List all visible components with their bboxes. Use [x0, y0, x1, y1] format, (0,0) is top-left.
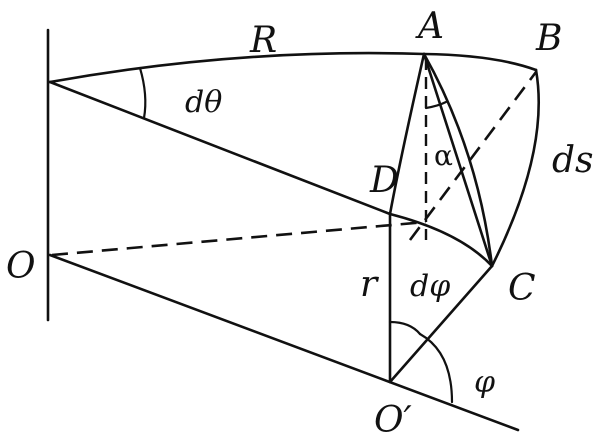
- arc-BC-curve: [490, 68, 541, 268]
- label-C: C: [508, 268, 536, 309]
- label-O-prime: O′: [374, 400, 412, 441]
- lower-slant-line: [48, 253, 520, 432]
- segment-AC: [422, 52, 494, 268]
- label-O: O: [6, 246, 36, 287]
- label-phi: φ: [474, 365, 495, 400]
- angle-arc-d-theta: [138, 66, 147, 120]
- angle-arc-phi: [418, 332, 454, 404]
- label-d-phi: dφ: [410, 269, 450, 304]
- label-r: r: [360, 264, 379, 305]
- upper-slant-line: [48, 80, 494, 268]
- label-A: A: [415, 6, 444, 47]
- dashed-O-line: [51, 220, 427, 257]
- arc-R-curve: [48, 51, 538, 84]
- label-R: R: [249, 20, 277, 61]
- label-d-theta: dθ: [185, 85, 222, 120]
- label-alpha: α: [434, 139, 453, 172]
- label-B: B: [535, 18, 562, 59]
- label-ds: ds: [552, 140, 594, 181]
- arc-AC-curve: [422, 52, 494, 268]
- dashed-B-line: [408, 71, 538, 241]
- label-D: D: [369, 160, 399, 201]
- angle-arc-d-phi: [388, 320, 422, 336]
- angle-arc-alpha: [424, 100, 448, 110]
- arc-AD-curve: [388, 52, 426, 216]
- segment-O-prime-C: [388, 264, 494, 384]
